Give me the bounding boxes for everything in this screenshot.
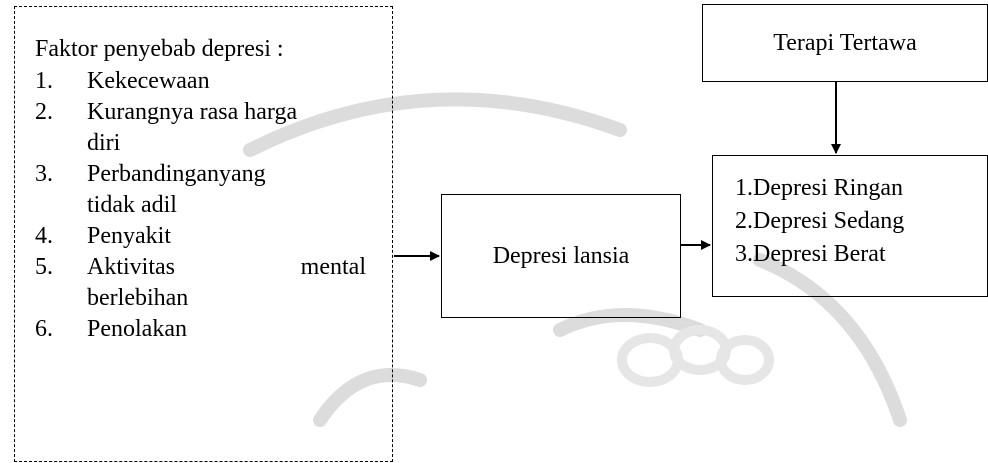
factor-number: 4. (35, 223, 53, 249)
level-item: 1.Depresi Ringan (735, 175, 903, 201)
factor-line: Perbandinganyang (87, 161, 266, 187)
level-item: 3.Depresi Berat (735, 241, 886, 267)
depression-label: Depresi lansia (492, 242, 630, 269)
factor-item: 5. Aktivitas mental berlebihan (35, 252, 392, 314)
factor-text: Kurangnya rasa harga diri (87, 97, 366, 159)
factor-line: berlebihan (87, 285, 189, 311)
factor-number: 1. (35, 68, 53, 94)
factors-title: Faktor penyebab depresi : (35, 36, 284, 62)
factor-line: Penyakit (87, 223, 171, 249)
factor-text: Perbandinganyang tidak adil (87, 159, 366, 221)
factor-item: 6. Penolakan (35, 314, 392, 345)
factor-item: 4. Penyakit (35, 221, 392, 252)
factor-line: tidak adil (87, 192, 177, 218)
factors-box: Faktor penyebab depresi : 1. Kekecewaan … (14, 6, 393, 462)
level-item: 2.Depresi Sedang (735, 208, 905, 234)
factor-line: Penolakan (87, 316, 187, 342)
factor-line: Kekecewaan (87, 68, 210, 94)
factor-number: 6. (35, 316, 53, 342)
factor-item: 3. Perbandinganyang tidak adil (35, 159, 392, 221)
factor-number: 5. (35, 254, 53, 280)
factor-text: Penyakit (87, 221, 366, 252)
factor-text: Kekecewaan (87, 66, 366, 97)
therapy-label: Terapi Tertawa (773, 29, 917, 56)
depression-box: Depresi lansia (441, 194, 681, 318)
factor-text: Penolakan (87, 314, 366, 345)
factor-item: 2. Kurangnya rasa harga diri (35, 97, 392, 159)
levels-box: 1.Depresi Ringan 2.Depresi Sedang 3.Depr… (712, 155, 988, 297)
factors-list: 1. Kekecewaan 2. Kurangnya rasa harga di… (35, 66, 392, 345)
factor-text: Aktivitas mental berlebihan (87, 252, 366, 314)
factor-item: 1. Kekecewaan (35, 66, 392, 97)
factor-line: diri (87, 130, 121, 156)
factor-line: Aktivitas mental (87, 254, 366, 280)
factor-line: Kurangnya rasa harga (87, 99, 298, 125)
factor-number: 3. (35, 161, 53, 187)
therapy-box: Terapi Tertawa (702, 4, 988, 82)
factor-number: 2. (35, 99, 53, 125)
